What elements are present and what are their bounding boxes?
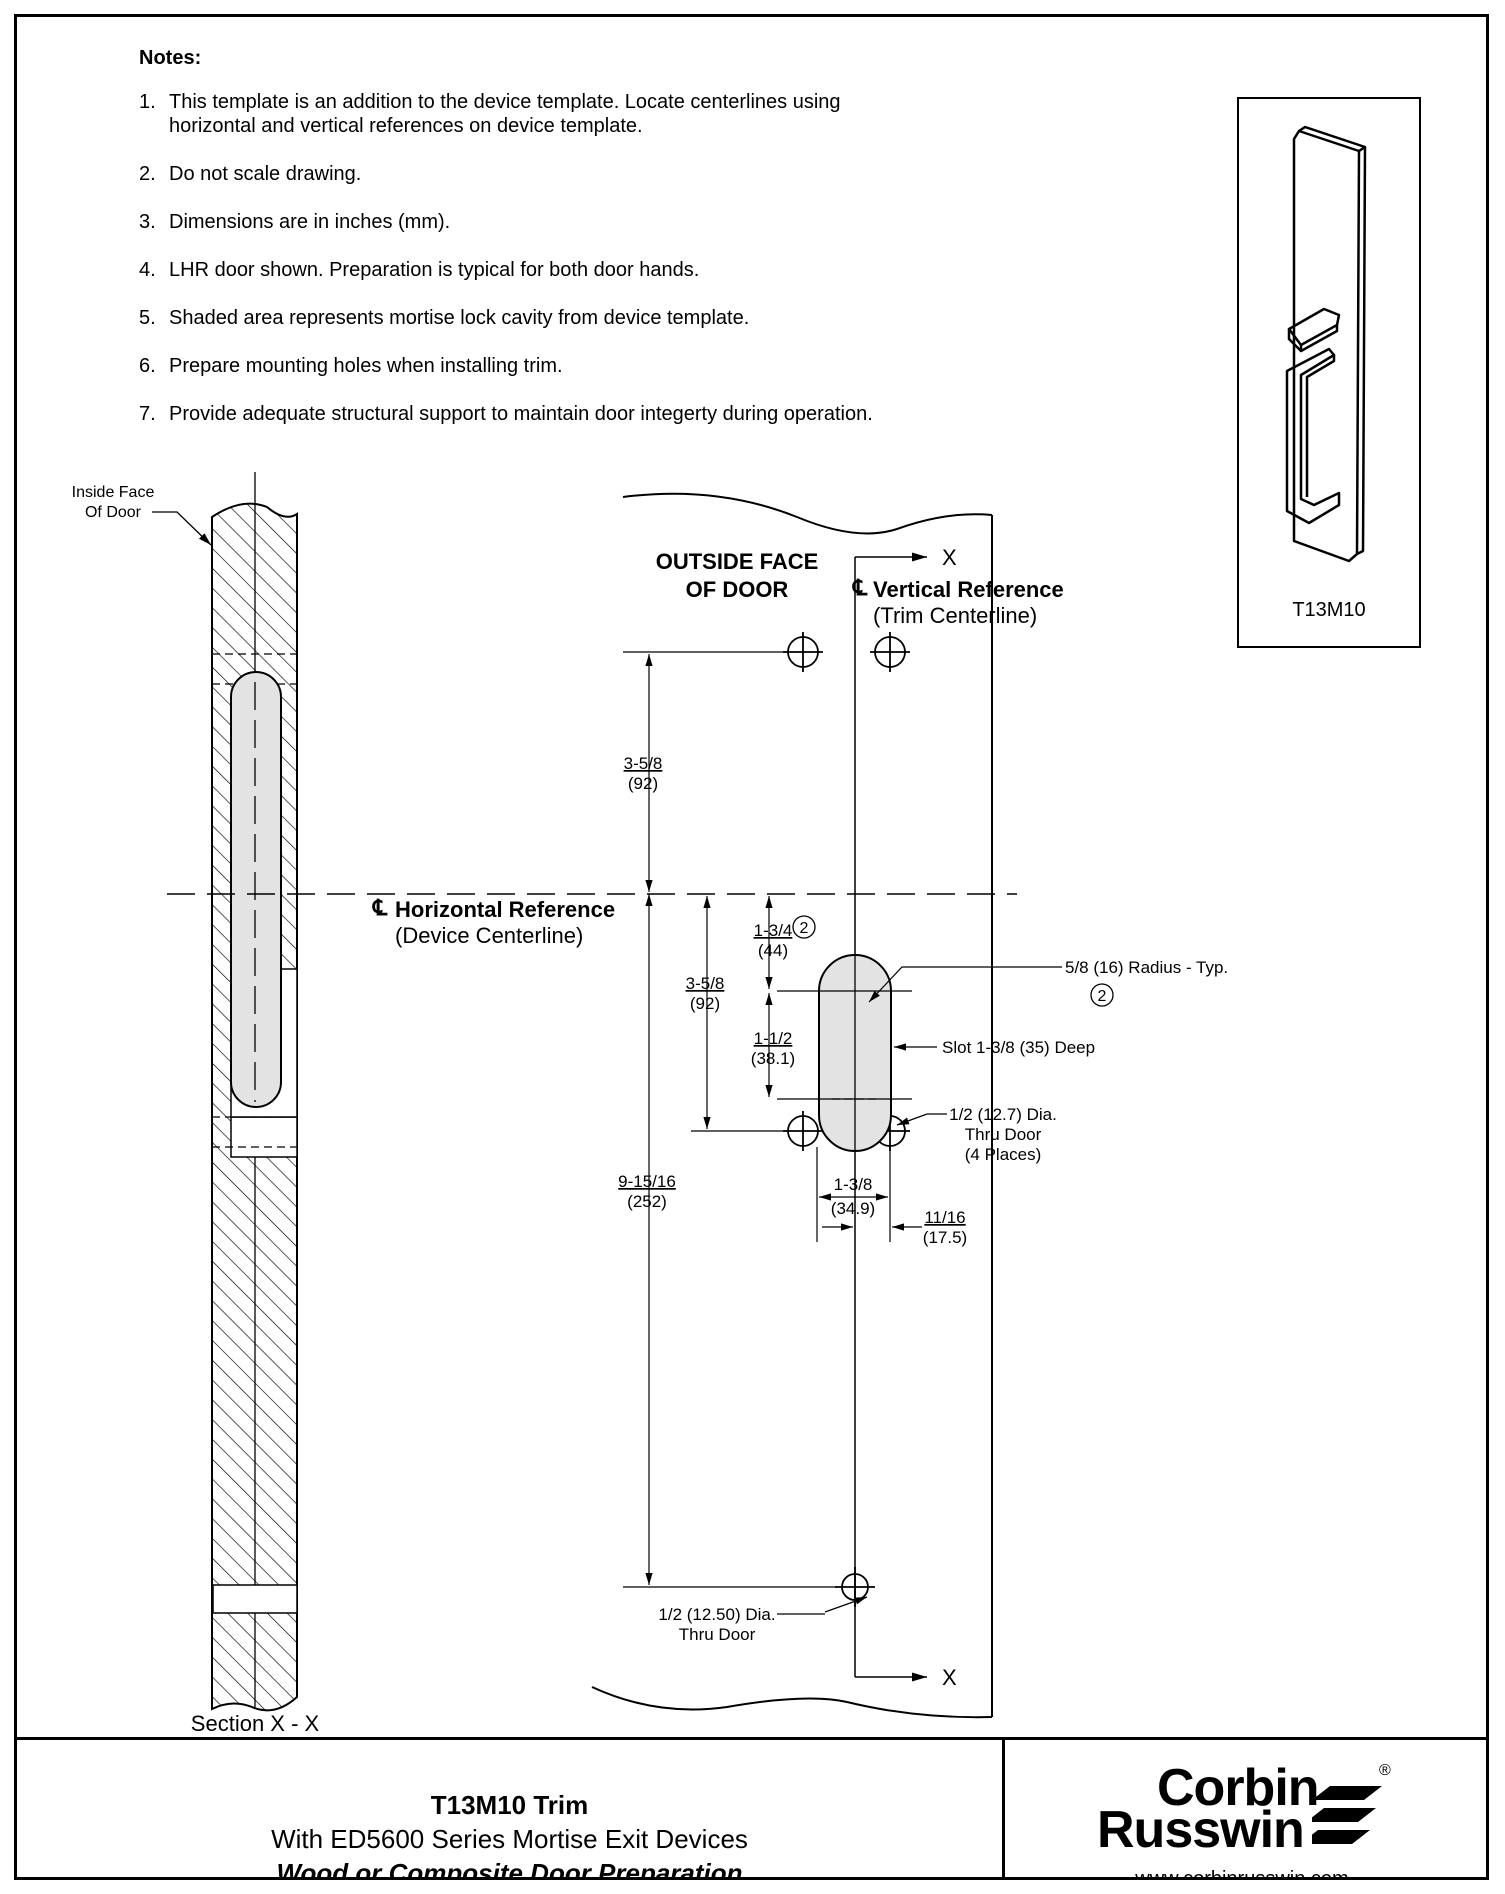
notes-list: 1. This template is an addition to the de… <box>139 90 919 426</box>
brand-stripes-icon <box>1312 1786 1382 1844</box>
brand-logo: Corbin Russwin ® <box>1097 1758 1397 1859</box>
dim-92-top: (92) <box>628 774 658 793</box>
horizontal-reference: ℄ Horizontal Reference (Device Centerlin… <box>167 893 1017 948</box>
section-bottom-hole <box>212 1584 298 1614</box>
bottom-hole-note-2: Thru Door <box>679 1625 756 1644</box>
title-block-divider <box>1002 1740 1005 1877</box>
bottom-hole-note-1: 1/2 (12.50) Dia. <box>658 1605 775 1624</box>
template-sheet: Notes: 1. This template is an addition to… <box>14 14 1489 1880</box>
note-text: Prepare mounting holes when installing t… <box>169 355 563 377</box>
note-text: LHR door shown. Preparation is typical f… <box>169 259 700 281</box>
note-item: 2. Do not scale drawing. <box>139 162 919 186</box>
note-text: Shaded area represents mortise lock cavi… <box>169 307 750 329</box>
dim-3-5-8-top: 3-5/8 <box>624 754 663 773</box>
horizontal-cl-symbol: ℄ <box>372 895 388 920</box>
dim-9-15-16: 9-15/16 <box>618 1172 676 1191</box>
note-number: 2. <box>139 163 156 185</box>
trim-illustration <box>1285 125 1367 563</box>
dim-34-9: (34.9) <box>831 1199 875 1218</box>
x-label-bottom: X <box>942 1665 957 1690</box>
dim-38-1: (38.1) <box>751 1049 795 1068</box>
trim-model-label: T13M10 <box>1292 599 1366 621</box>
vertical-ref-sub: (Trim Centerline) <box>873 603 1037 628</box>
top-hole-right <box>870 632 910 672</box>
hole-note-1: 1/2 (12.7) Dia. <box>949 1105 1057 1124</box>
document-title: T13M10 Trim <box>430 1790 589 1820</box>
dim-11-16: 11/16 <box>924 1208 965 1227</box>
section-mortise-cavity <box>230 671 282 1108</box>
inside-face-label-2: Of Door <box>85 504 142 521</box>
dim-3-5-8-lower: 3-5/8 <box>686 974 725 993</box>
notes-title: Notes: <box>139 47 202 69</box>
hole-note-3: (4 Places) <box>965 1145 1042 1164</box>
note-text: Do not scale drawing. <box>169 163 362 185</box>
note-number: 7. <box>139 403 156 425</box>
dim-92-lower: (92) <box>690 994 720 1013</box>
dim-1-3-8: 1-3/8 <box>834 1175 873 1194</box>
notes-block: Notes: 1. This template is an addition to… <box>139 47 919 450</box>
note-text: Dimensions are in inches (mm). <box>169 211 451 233</box>
hole-note-2: Thru Door <box>965 1125 1042 1144</box>
note-item: 7. Provide adequate structural support to… <box>139 402 919 426</box>
radius-note: 5/8 (16) Radius - Typ. <box>1065 958 1228 977</box>
note-number: 4. <box>139 259 156 281</box>
door-prep-drawing: Inside Face Of Door Section X - X OUTSID… <box>72 472 1228 1736</box>
note-text: Provide adequate structural support to m… <box>169 403 873 425</box>
title-block: T13M10 Trim With ED5600 Series Mortise E… <box>17 1737 1486 1880</box>
vertical-cl-symbol: ℄ <box>852 575 868 600</box>
note-number: 5. <box>139 307 156 329</box>
outside-face-label-1: OUTSIDE FACE <box>656 549 819 574</box>
note-item: 5. Shaded area represents mortise lock ca… <box>139 306 919 330</box>
outside-face-label-2: OF DOOR <box>686 577 789 602</box>
note-text: This template is an addition to the devi… <box>169 91 841 137</box>
section-lower-pocket <box>230 1116 298 1158</box>
vertical-ref-label: Vertical Reference <box>873 577 1064 602</box>
section-view: Inside Face Of Door Section X - X <box>72 472 320 1736</box>
trim-thumbnail: T13M10 <box>1237 97 1421 648</box>
note-number: 6. <box>139 355 156 377</box>
inside-face-label-1: Inside Face <box>72 484 155 501</box>
section-caption: Section X - X <box>191 1711 320 1736</box>
note-number: 1. <box>139 91 156 113</box>
note-ref-circle-2: 2 <box>1098 988 1107 1005</box>
dimension-lines <box>623 651 1062 1615</box>
outside-face-view: OUTSIDE FACE OF DOOR <box>591 492 993 1719</box>
horizontal-ref-label: Horizontal Reference <box>395 897 615 922</box>
dim-44: (44) <box>758 941 788 960</box>
note-item: 1. This template is an addition to the de… <box>139 90 919 138</box>
slot-note: Slot 1-3/8 (35) Deep <box>942 1038 1095 1057</box>
dim-252: (252) <box>627 1192 667 1211</box>
brand-word-1: Corbin <box>1157 1759 1320 1817</box>
vertical-reference: X X ℄ Vertical Reference (Trim Centerlin… <box>852 545 1064 1690</box>
dim-1-3-4: 1-3/4 <box>754 921 793 940</box>
dim-1-1-2: 1-1/2 <box>754 1029 793 1048</box>
note-item: 6. Prepare mounting holes when installing… <box>139 354 919 378</box>
brand-word-2: Russwin <box>1097 1801 1305 1859</box>
note-item: 3. Dimensions are in inches (mm). <box>139 210 919 234</box>
document-subtitle: With ED5600 Series Mortise Exit Devices <box>271 1824 748 1854</box>
registered-mark: ® <box>1379 1762 1391 1779</box>
x-label-top: X <box>942 545 957 570</box>
note-number: 3. <box>139 211 156 233</box>
dimension-texts: 3-5/8 (92) 1-3/4 (44) 2 3-5/8 (92) 1-1/2… <box>618 754 1228 1644</box>
horizontal-ref-sub: (Device Centerline) <box>395 923 583 948</box>
note-item: 4. LHR door shown. Preparation is typical… <box>139 258 919 282</box>
top-hole-left <box>783 632 823 672</box>
slot <box>777 954 912 1152</box>
note-ref-circle-1: 2 <box>800 920 809 937</box>
brand-url: www.corbinrusswin.com <box>1135 1868 1349 1880</box>
dim-17-5: (17.5) <box>923 1228 967 1247</box>
document-subtitle-2: Wood or Composite Door Preparation <box>276 1858 743 1880</box>
lower-hole-left <box>783 1111 823 1151</box>
